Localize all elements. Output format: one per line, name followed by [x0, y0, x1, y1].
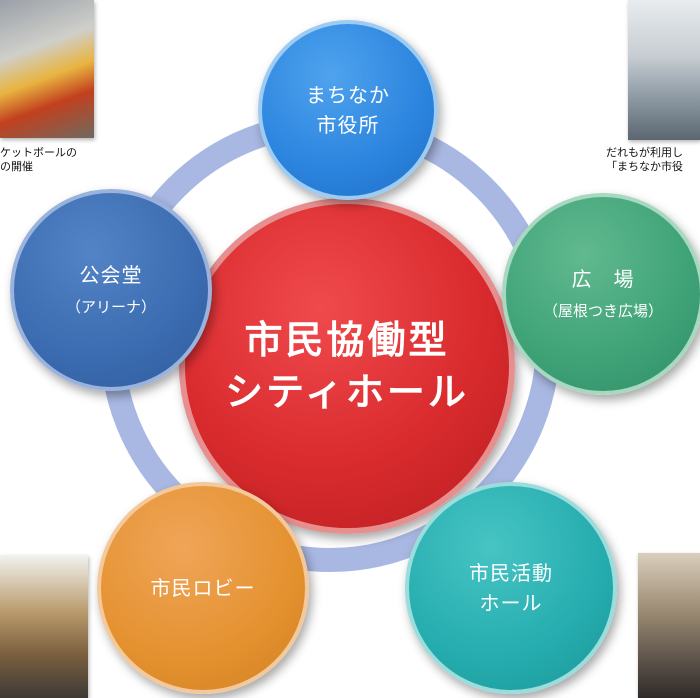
node-plaza: 広 場 （屋根つき広場） [502, 193, 700, 395]
center-title-line2: シティホール [225, 370, 469, 414]
node-top-line2: 市役所 [316, 113, 380, 137]
office-caption: だれもが利用し 「まちなか市役 [606, 146, 700, 174]
node-top-line1: まちなか [306, 83, 390, 107]
node-citizen-lobby: 市民ロビー [97, 482, 309, 694]
basketball-caption-line1: ケットボールの [0, 146, 77, 159]
node-bottom-right-line2: ホール [479, 591, 543, 615]
office-photo [628, 0, 700, 140]
office-caption-line2: 「まちなか市役 [606, 160, 683, 173]
basketball-caption: ケットボールの の開催 [0, 146, 110, 174]
node-bottom-left-line1: 市民ロビー [150, 576, 256, 600]
node-machinaka-city-office: まちなか 市役所 [258, 20, 438, 200]
center-circle: 市民協働型 シティホール [179, 198, 515, 534]
lobby-photo [0, 555, 88, 698]
node-right-line2: （屋根つき広場） [542, 302, 663, 320]
node-public-hall: 公会堂 （アリーナ） [10, 189, 212, 391]
center-title-line1: 市民協働型 [244, 318, 450, 362]
node-right-line1: 広 場 [571, 267, 635, 291]
node-bottom-right-line1: 市民活動 [469, 561, 553, 585]
node-left-line2: （アリーナ） [65, 298, 156, 316]
hall-photo [638, 553, 700, 698]
node-citizen-activity-hall: 市民活動 ホール [405, 482, 617, 694]
basketball-caption-line2: の開催 [0, 160, 33, 173]
basketball-photo [0, 0, 94, 138]
node-left-line1: 公会堂 [79, 263, 143, 287]
office-caption-line1: だれもが利用し [606, 146, 683, 159]
